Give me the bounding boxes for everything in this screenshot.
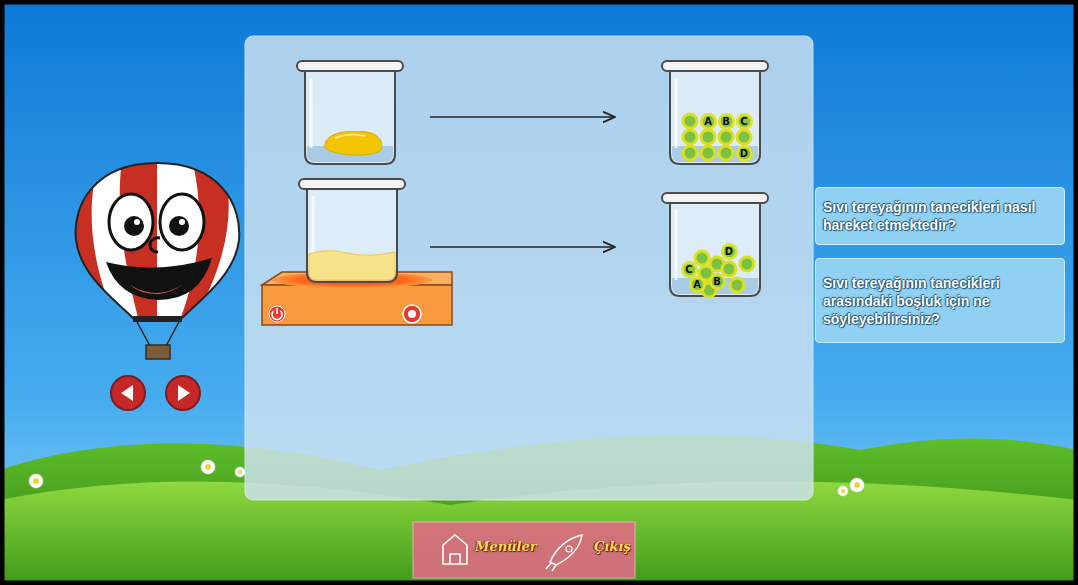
particle-circle: D (721, 243, 738, 260)
particle-letter: D (725, 246, 733, 257)
beaker-solid-particles (662, 61, 768, 164)
beaker-solid (297, 61, 403, 164)
particle-letter: A (693, 279, 701, 290)
particle-letter: C (740, 116, 747, 127)
menu-button-label: Menüler (475, 539, 537, 554)
particle-circle: C (736, 113, 753, 130)
question-text: Sıvı tereyağının tanecikleri arasındaki … (823, 274, 1057, 328)
particle-circle: B (718, 113, 735, 130)
particle-circle: A (700, 113, 717, 130)
particle-circle: D (736, 145, 753, 162)
particle-letter: D (740, 148, 748, 159)
balloon-mascot (60, 160, 245, 359)
menu-bar (413, 522, 635, 578)
question-text: Sıvı tereyağının tanecikleri nasıl harek… (823, 198, 1057, 234)
particle-letter: A (704, 116, 712, 127)
beaker-liquid (299, 179, 405, 282)
question-box: Sıvı tereyağının tanecikleri nasıl harek… (815, 187, 1065, 245)
process-arrow (430, 246, 615, 248)
particle-letter: B (722, 116, 730, 127)
particle-circle: A (689, 276, 706, 293)
question-box: Sıvı tereyağının tanecikleri arasındaki … (815, 258, 1065, 343)
nav-buttons (111, 376, 200, 410)
particle-circle: C (681, 261, 698, 278)
beaker-liquid-particles (662, 193, 768, 296)
particle-letter: B (713, 276, 721, 287)
process-arrow (430, 116, 615, 118)
content-panel (245, 36, 813, 500)
particle-circle: B (709, 273, 726, 290)
menu-button-label: Çıkış (594, 539, 631, 554)
particle-letter: C (685, 264, 692, 275)
